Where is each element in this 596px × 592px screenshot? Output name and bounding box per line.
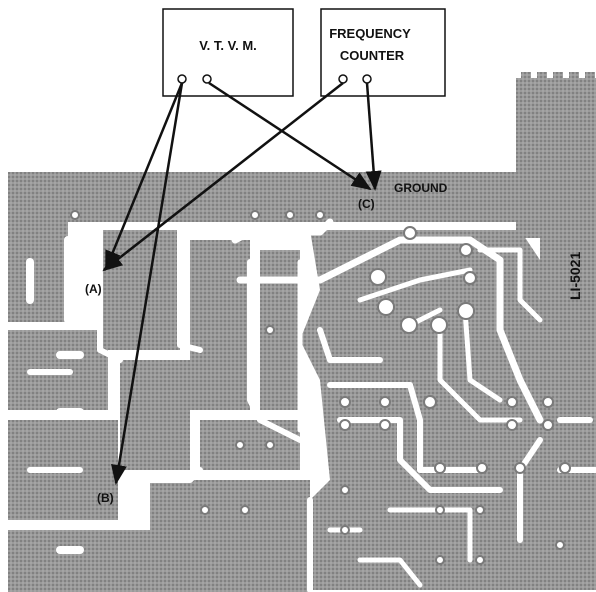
- board-part-number: LI-5021: [567, 252, 583, 300]
- frequency-counter-instrument: FREQUENCY COUNTER: [320, 8, 446, 97]
- probe-leads: [102, 81, 382, 485]
- vtvm-instrument: V. T. V. M.: [162, 8, 294, 97]
- frequency-counter-label-line1: FREQUENCY: [329, 26, 411, 41]
- vtvm-label: V. T. V. M.: [199, 38, 257, 53]
- lead-counter-to-c: [365, 82, 382, 191]
- ground-label: GROUND: [394, 181, 448, 195]
- frequency-counter-label-line2: COUNTER: [340, 48, 405, 63]
- lead-vtvm-to-c: [208, 81, 372, 191]
- test-point-a-label: (A): [85, 282, 102, 296]
- counter-terminal-2: [362, 74, 372, 84]
- solder-pads: [70, 210, 571, 565]
- vtvm-terminal-2: [202, 74, 212, 84]
- vtvm-terminal-1: [177, 74, 187, 84]
- counter-terminal-1: [338, 74, 348, 84]
- test-point-c-label: (C): [358, 197, 375, 211]
- lead-counter-to-a: [102, 82, 344, 272]
- lead-vtvm-to-a: [104, 82, 184, 271]
- test-point-b-label: (B): [97, 491, 114, 505]
- lead-vtvm-to-b: [111, 82, 184, 485]
- trace-gaps: [26, 218, 596, 592]
